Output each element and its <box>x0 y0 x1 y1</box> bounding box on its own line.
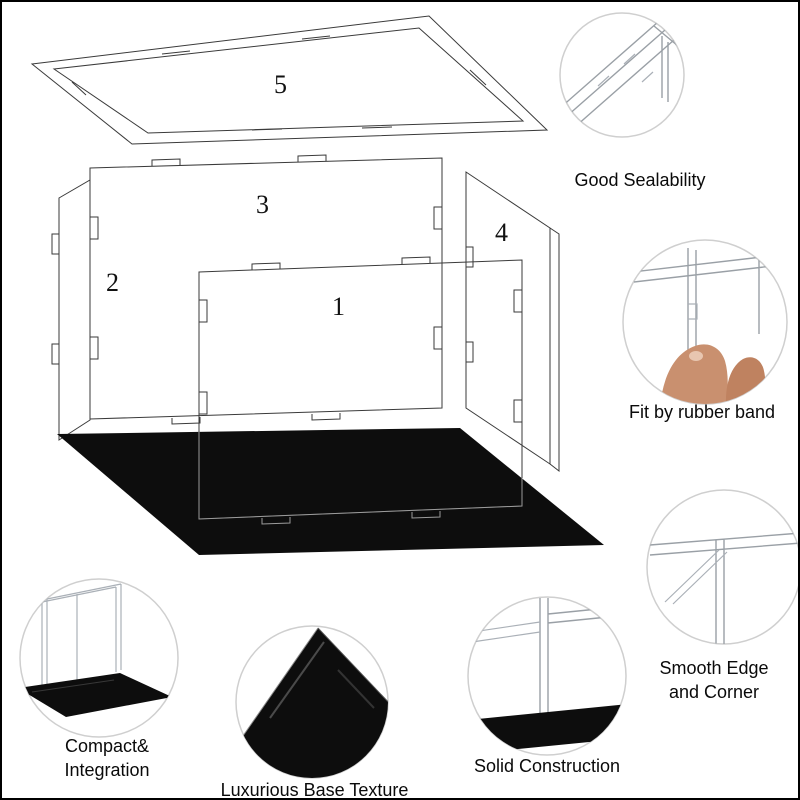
label-luxurious-base: Luxurious Base Texture <box>220 780 409 800</box>
callout-smooth-edge-photo <box>646 489 798 645</box>
label-smooth-edge-corner: Smooth Edge and Corner <box>659 658 769 703</box>
callout-base-texture-photo <box>235 625 389 779</box>
callout-solid-construction-photo <box>467 596 627 756</box>
label-compact-integration: Compact& Integration <box>64 736 150 781</box>
callout-good-sealability-photo <box>559 12 685 138</box>
panel-number-1: 1 <box>332 292 345 321</box>
label-good-sealability: Good Sealability <box>574 170 706 190</box>
callout-compact-integration-photo <box>19 578 179 738</box>
panel-number-2: 2 <box>106 268 119 297</box>
panel-number-4: 4 <box>495 218 508 247</box>
panel-number-5: 5 <box>274 70 287 99</box>
label-solid-construction: Solid Construction <box>473 756 621 776</box>
label-fit-by-rubber-band: Fit by rubber band <box>628 402 776 422</box>
glossy-base-corner <box>236 628 388 778</box>
base-plate <box>57 428 604 555</box>
panel-right <box>465 171 560 473</box>
callout-fit-by-rubber-band-photo <box>622 239 788 405</box>
mini-base-strip <box>468 704 626 754</box>
panel-front <box>198 256 523 525</box>
fingernail <box>689 351 703 361</box>
mini-base <box>20 673 172 717</box>
panel-number-3: 3 <box>256 190 269 219</box>
panel-top-lid <box>30 15 549 145</box>
finger <box>660 344 728 404</box>
panel-left <box>51 179 91 441</box>
